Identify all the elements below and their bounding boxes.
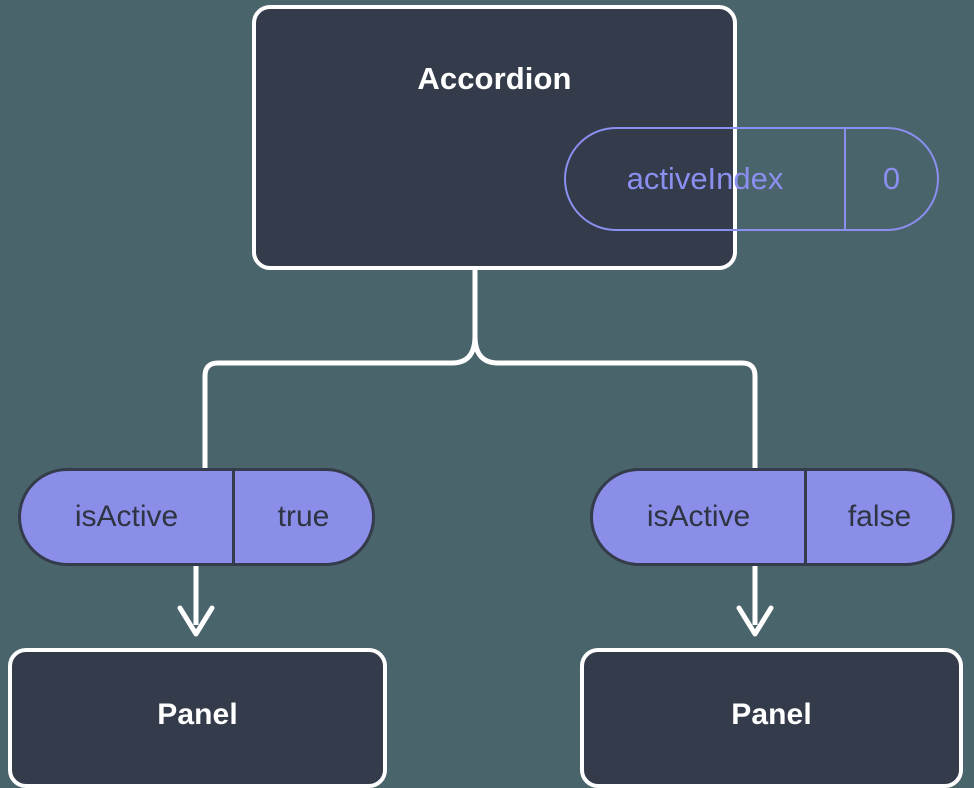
panel-left-title: Panel (157, 698, 238, 731)
prop-pill-is-active-false[interactable]: isActive false (590, 468, 955, 566)
arrow-right-pill-to-panel (736, 566, 774, 637)
prop-pill-is-active-true-value: true (277, 500, 330, 533)
node-accordion[interactable]: Accordion activeIndex 0 (252, 5, 939, 270)
prop-pill-active-index-key: activeIndex (566, 129, 846, 229)
connector-layer (177, 267, 774, 637)
connector-root-to-left-branch (202, 267, 478, 473)
arrow-left-pill-to-panel (177, 566, 215, 637)
node-panel-left[interactable]: Panel (8, 648, 387, 788)
prop-pill-active-index-value: 0 (882, 161, 901, 196)
prop-pill-is-active-true-key: isActive (21, 471, 235, 563)
accordion-title: Accordion (417, 61, 572, 96)
prop-pill-is-active-false-value: false (847, 500, 912, 533)
node-panel-right[interactable]: Panel (580, 648, 963, 788)
connector-root-to-right-branch (472, 267, 758, 473)
diagram-canvas: Accordion activeIndex 0 isActive true is… (8, 5, 963, 788)
prop-pill-is-active-true[interactable]: isActive true (18, 468, 375, 566)
panel-right-title: Panel (731, 698, 812, 731)
prop-pill-is-active-false-key: isActive (593, 471, 807, 563)
prop-pill-active-index[interactable]: activeIndex 0 (564, 127, 939, 231)
